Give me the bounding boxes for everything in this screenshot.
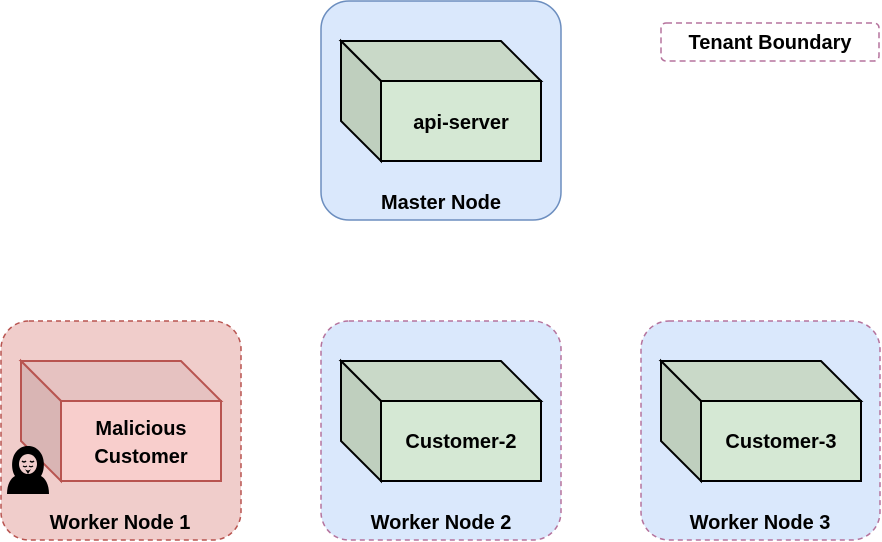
worker-node-1[interactable]: Malicious Customer Worker Node 1	[0, 320, 242, 541]
customer-3-label: Customer-3	[725, 431, 836, 453]
worker-node-3-title: Worker Node 3	[690, 512, 831, 534]
customer-3-box[interactable]: Customer-3	[658, 358, 864, 484]
worker-node-1-title: Worker Node 1	[50, 512, 191, 534]
box-front-face	[700, 400, 862, 482]
hacker-icon	[7, 446, 49, 494]
master-node-title: Master Node	[381, 192, 501, 214]
box-front-face	[380, 80, 542, 162]
master-node[interactable]: api-server Master Node	[320, 0, 562, 221]
malicious-customer-label-line-2: Customer	[94, 446, 188, 468]
malicious-customer-box[interactable]: Malicious Customer	[18, 358, 224, 484]
api-server-label: api-server	[413, 112, 509, 134]
box-front-face	[380, 400, 542, 482]
customer-2-label: Customer-2	[405, 431, 516, 453]
malicious-customer-label-line-1: Malicious	[95, 418, 186, 440]
customer-2-box[interactable]: Customer-2	[338, 358, 544, 484]
worker-node-3[interactable]: Customer-3 Worker Node 3	[640, 320, 881, 541]
api-server-box[interactable]: api-server	[338, 38, 544, 164]
legend-label: Tenant Boundary	[689, 32, 853, 54]
legend-tenant-boundary: Tenant Boundary	[660, 22, 880, 62]
box-front-face	[60, 400, 222, 482]
worker-node-2[interactable]: Customer-2 Worker Node 2	[320, 320, 562, 541]
worker-node-2-title: Worker Node 2	[371, 512, 512, 534]
legend-box	[660, 22, 880, 62]
